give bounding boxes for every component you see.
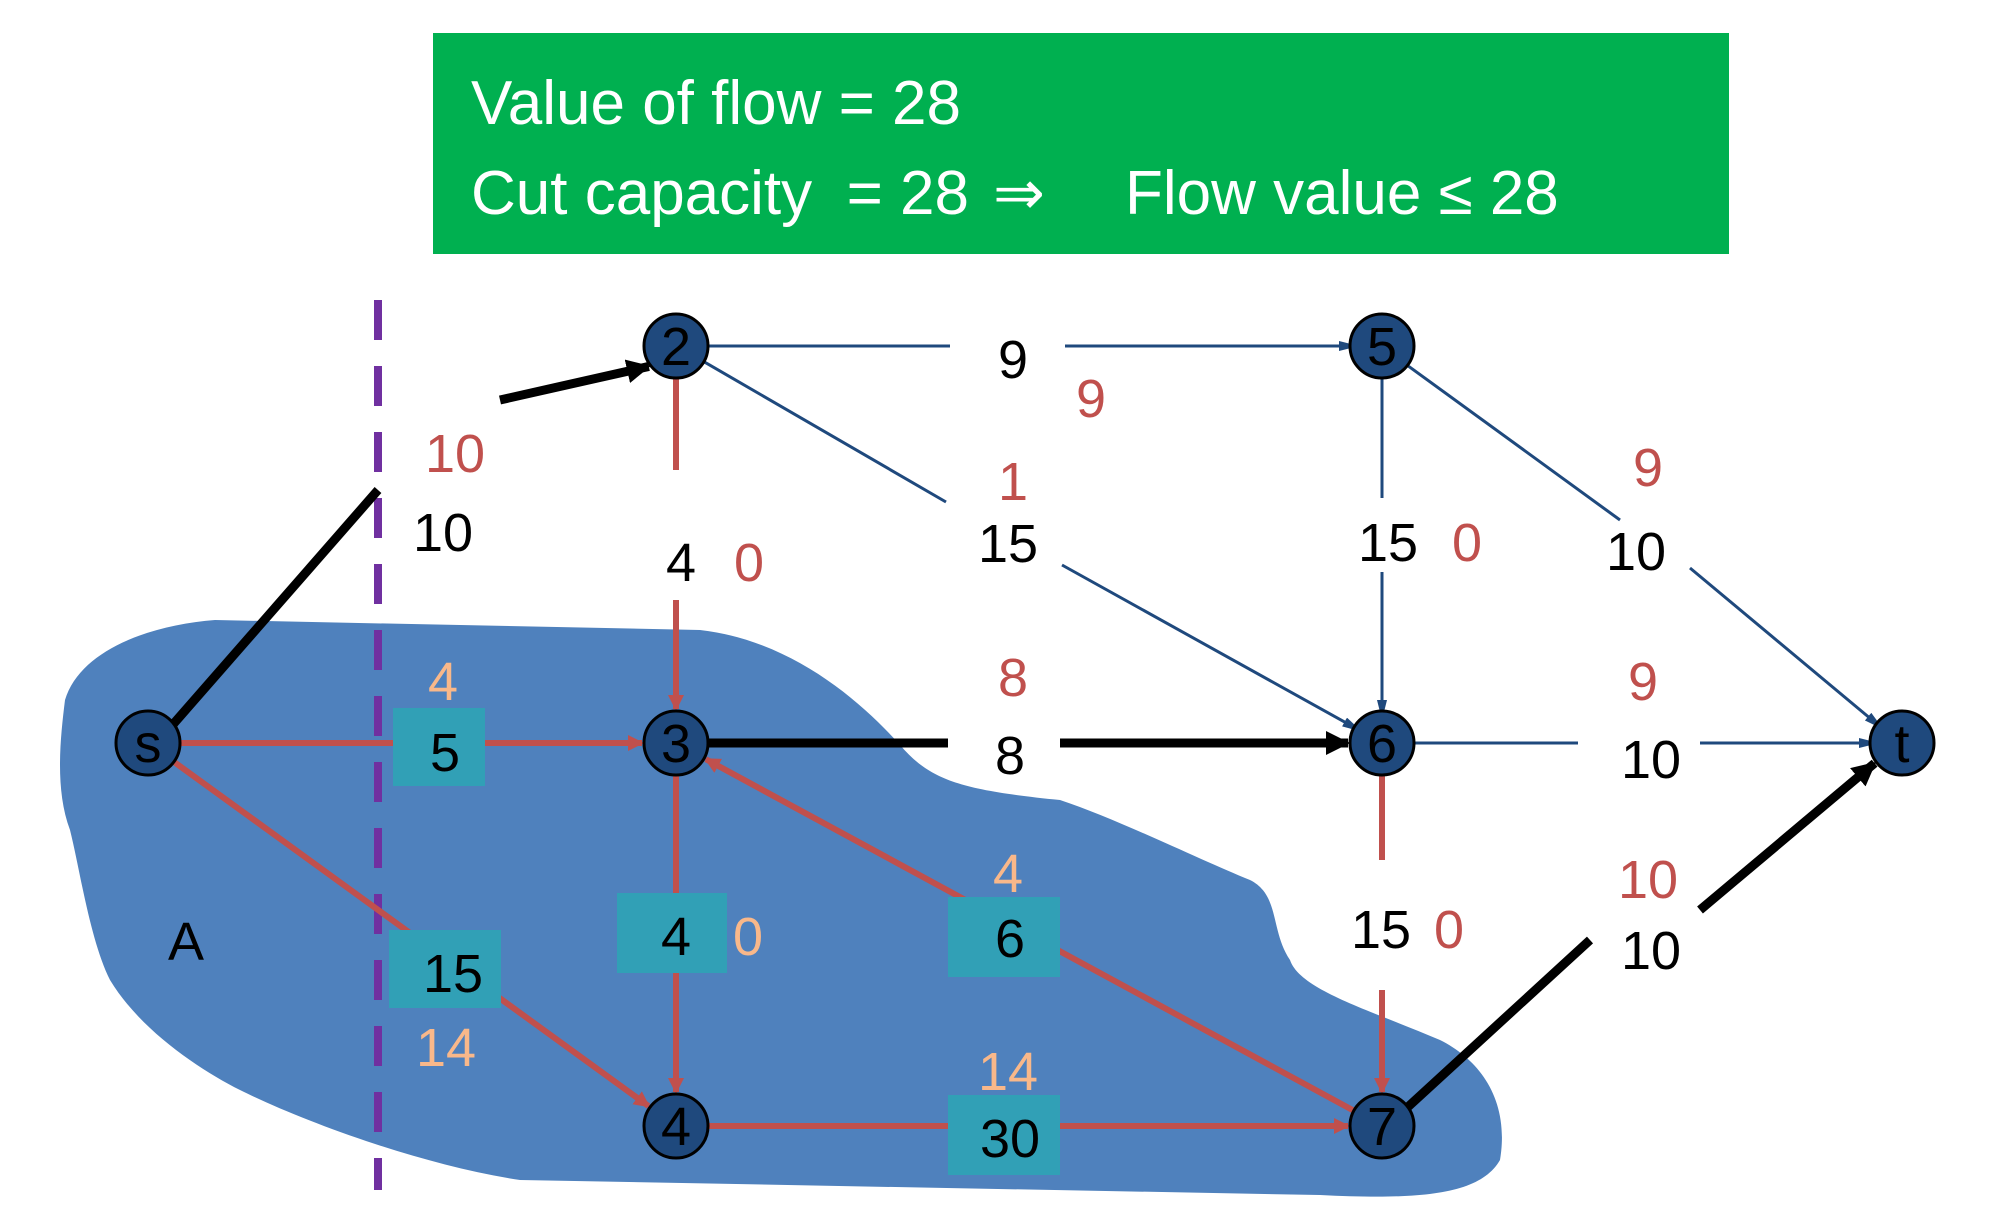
capacity-box [617,893,727,973]
edge-arrow [1697,759,1878,914]
implies-symbol: ⇒ [993,159,1045,228]
edge-capacity-label: 4 [666,533,696,593]
edge-capacity-label: 15 [1351,900,1411,960]
edge-capacity-label: 10 [1621,921,1681,981]
edge-capacity-label: 10 [1606,522,1666,582]
edge-capacity-label: 10 [1621,730,1681,790]
node-label: 2 [661,317,691,377]
edge-2-6 [703,360,1352,727]
edge-flow-label: 9 [1076,369,1106,429]
node-label: s [135,714,162,774]
edge-flow-label: 14 [416,1018,476,1078]
node-label: 7 [1367,1097,1397,1157]
edge-arrow [499,359,651,405]
node-4: 4 [642,1092,710,1160]
edge-capacity-label: 4 [661,907,691,967]
node-3: 3 [642,709,710,777]
edge-flow-label: 1 [998,452,1028,512]
edge-flow-label: 0 [734,533,764,593]
edge-flow-label: 9 [1633,438,1663,498]
edge-segment [1404,936,1594,1111]
node-label: 4 [661,1097,691,1157]
capacity-box [948,897,1060,977]
edge-capacity-label: 5 [430,723,460,783]
cut-region-a [60,620,1502,1197]
flow-bound-text: Flow value ≤ 28 [1125,159,1559,228]
edge-capacity-label: 8 [995,726,1025,786]
node-circle [1348,1092,1416,1160]
edge-5-t [1406,364,1875,722]
node-circle [642,1092,710,1160]
flow-value-text: Value of flow = 28 [471,69,962,138]
node-label: 6 [1367,714,1397,774]
node-label: 5 [1367,317,1397,377]
capacity-box [393,708,485,786]
node-circle [114,709,182,777]
edge-arrow [1061,563,1352,726]
edge-segment [170,487,382,727]
node-circle [1348,709,1416,777]
node-s: s [114,709,182,777]
edge-flow-label: 0 [733,907,763,967]
edge-flow-label: 9 [1628,652,1658,712]
node-circle [642,312,710,380]
edge-capacity-label: 9 [998,330,1028,390]
node-circle [642,709,710,777]
node-circle [1348,312,1416,380]
cut-capacity-text: Cut capacity = 28 [471,159,969,228]
edge-flow-label: 0 [1452,513,1482,573]
edge-segment [1406,364,1621,522]
node-label: 3 [661,714,691,774]
edge-flow-label: 14 [978,1042,1038,1102]
edge-flow-label: 8 [998,648,1028,708]
region-label-a: A [168,912,204,972]
edge-capacity-label: 15 [1358,513,1418,573]
edge-flow-label: 4 [428,652,458,712]
edge-7-t [1404,759,1878,1111]
edge-flow-label: 4 [993,844,1023,904]
node-label: t [1894,714,1909,774]
capacity-box [948,1095,1060,1175]
edge-capacity-label: 30 [980,1109,1040,1169]
edge-segment [703,360,947,504]
node-7: 7 [1348,1092,1416,1160]
edge-capacity-label: 10 [413,503,473,563]
node-6: 6 [1348,709,1416,777]
edge-capacity-label: 15 [978,514,1038,574]
capacity-box [389,930,501,1008]
node-2: 2 [642,312,710,380]
node-5: 5 [1348,312,1416,380]
edge-capacity-label: 6 [995,909,1025,969]
node-circle [1868,709,1936,777]
edge-flow-label: 10 [425,424,485,484]
edge-flow-label: 10 [1618,850,1678,910]
node-t: t [1868,709,1936,777]
edge-s-2 [170,359,651,727]
edge-capacity-label: 15 [423,944,483,1004]
edge-flow-label: 0 [1434,900,1464,960]
result-banner: Value of flow = 28 Cut capacity = 28 ⇒ F… [433,33,1729,254]
nodes-layer: s 2 3 4 5 6 7 t [114,312,1936,1160]
edge-arrow [1689,566,1875,722]
